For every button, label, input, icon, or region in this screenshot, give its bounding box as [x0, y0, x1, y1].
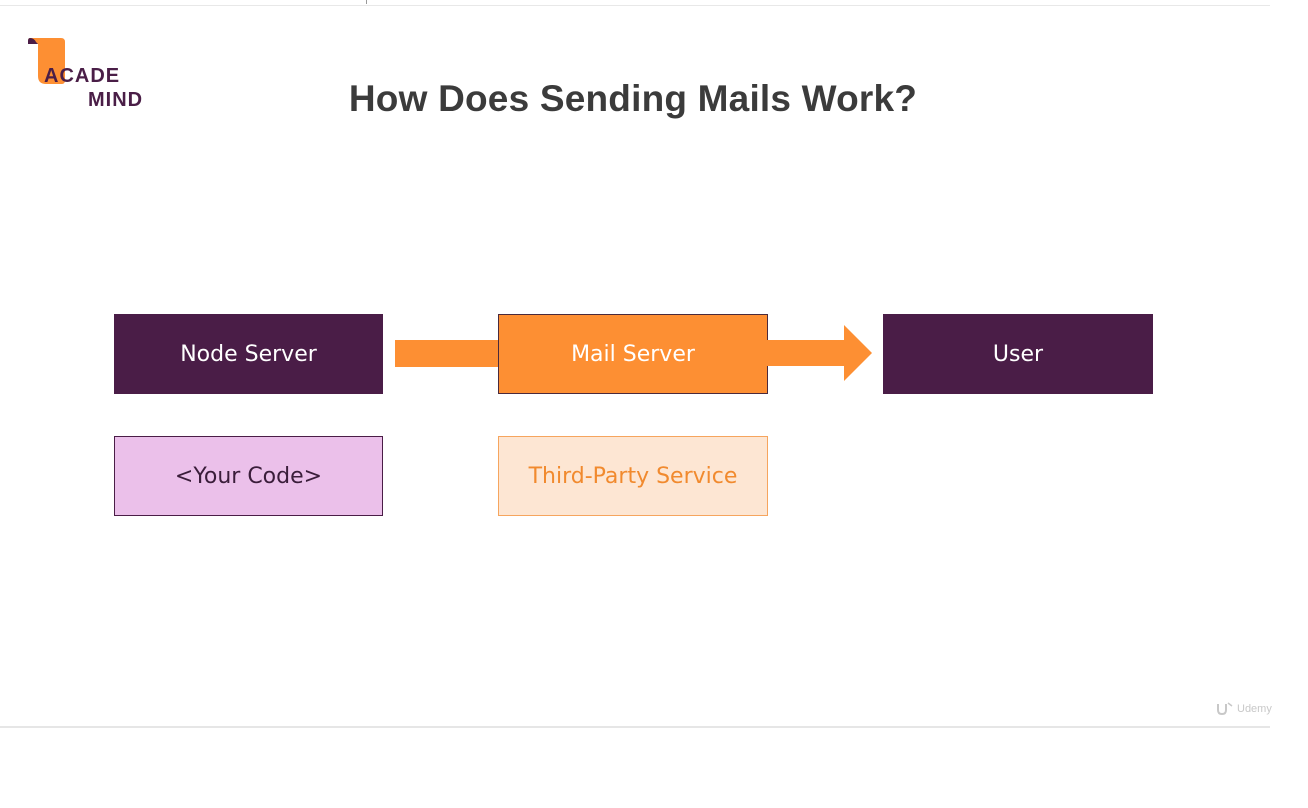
third-party-service-box: Third-Party Service	[498, 436, 768, 516]
user-label: User	[992, 341, 1044, 367]
academind-logo: ACADE MIND	[28, 36, 158, 116]
udemy-watermark-text: Udemy	[1237, 703, 1272, 715]
third-party-service-label: Third-Party Service	[528, 463, 738, 489]
node-server-box: Node Server	[114, 314, 383, 394]
mail-server-box: Mail Server	[498, 314, 768, 394]
your-code-box: <Your Code>	[114, 436, 383, 516]
mail-server-label: Mail Server	[571, 341, 695, 367]
logo-mark-icon	[28, 38, 65, 84]
arrow-node-to-mail	[395, 340, 499, 367]
top-divider	[0, 5, 1270, 6]
top-marker	[366, 0, 367, 4]
arrow-mail-to-user	[767, 325, 872, 381]
slide-title: How Does Sending Mails Work?	[348, 78, 918, 119]
user-box: User	[883, 314, 1153, 394]
bottom-divider	[0, 726, 1270, 728]
logo-text-line2: MIND	[88, 89, 144, 111]
logo-text-line1: ACADE	[44, 65, 121, 87]
node-server-label: Node Server	[180, 341, 317, 367]
udemy-logo-icon	[1217, 702, 1233, 716]
your-code-label: <Your Code>	[174, 463, 323, 489]
udemy-watermark: Udemy	[1216, 702, 1272, 716]
